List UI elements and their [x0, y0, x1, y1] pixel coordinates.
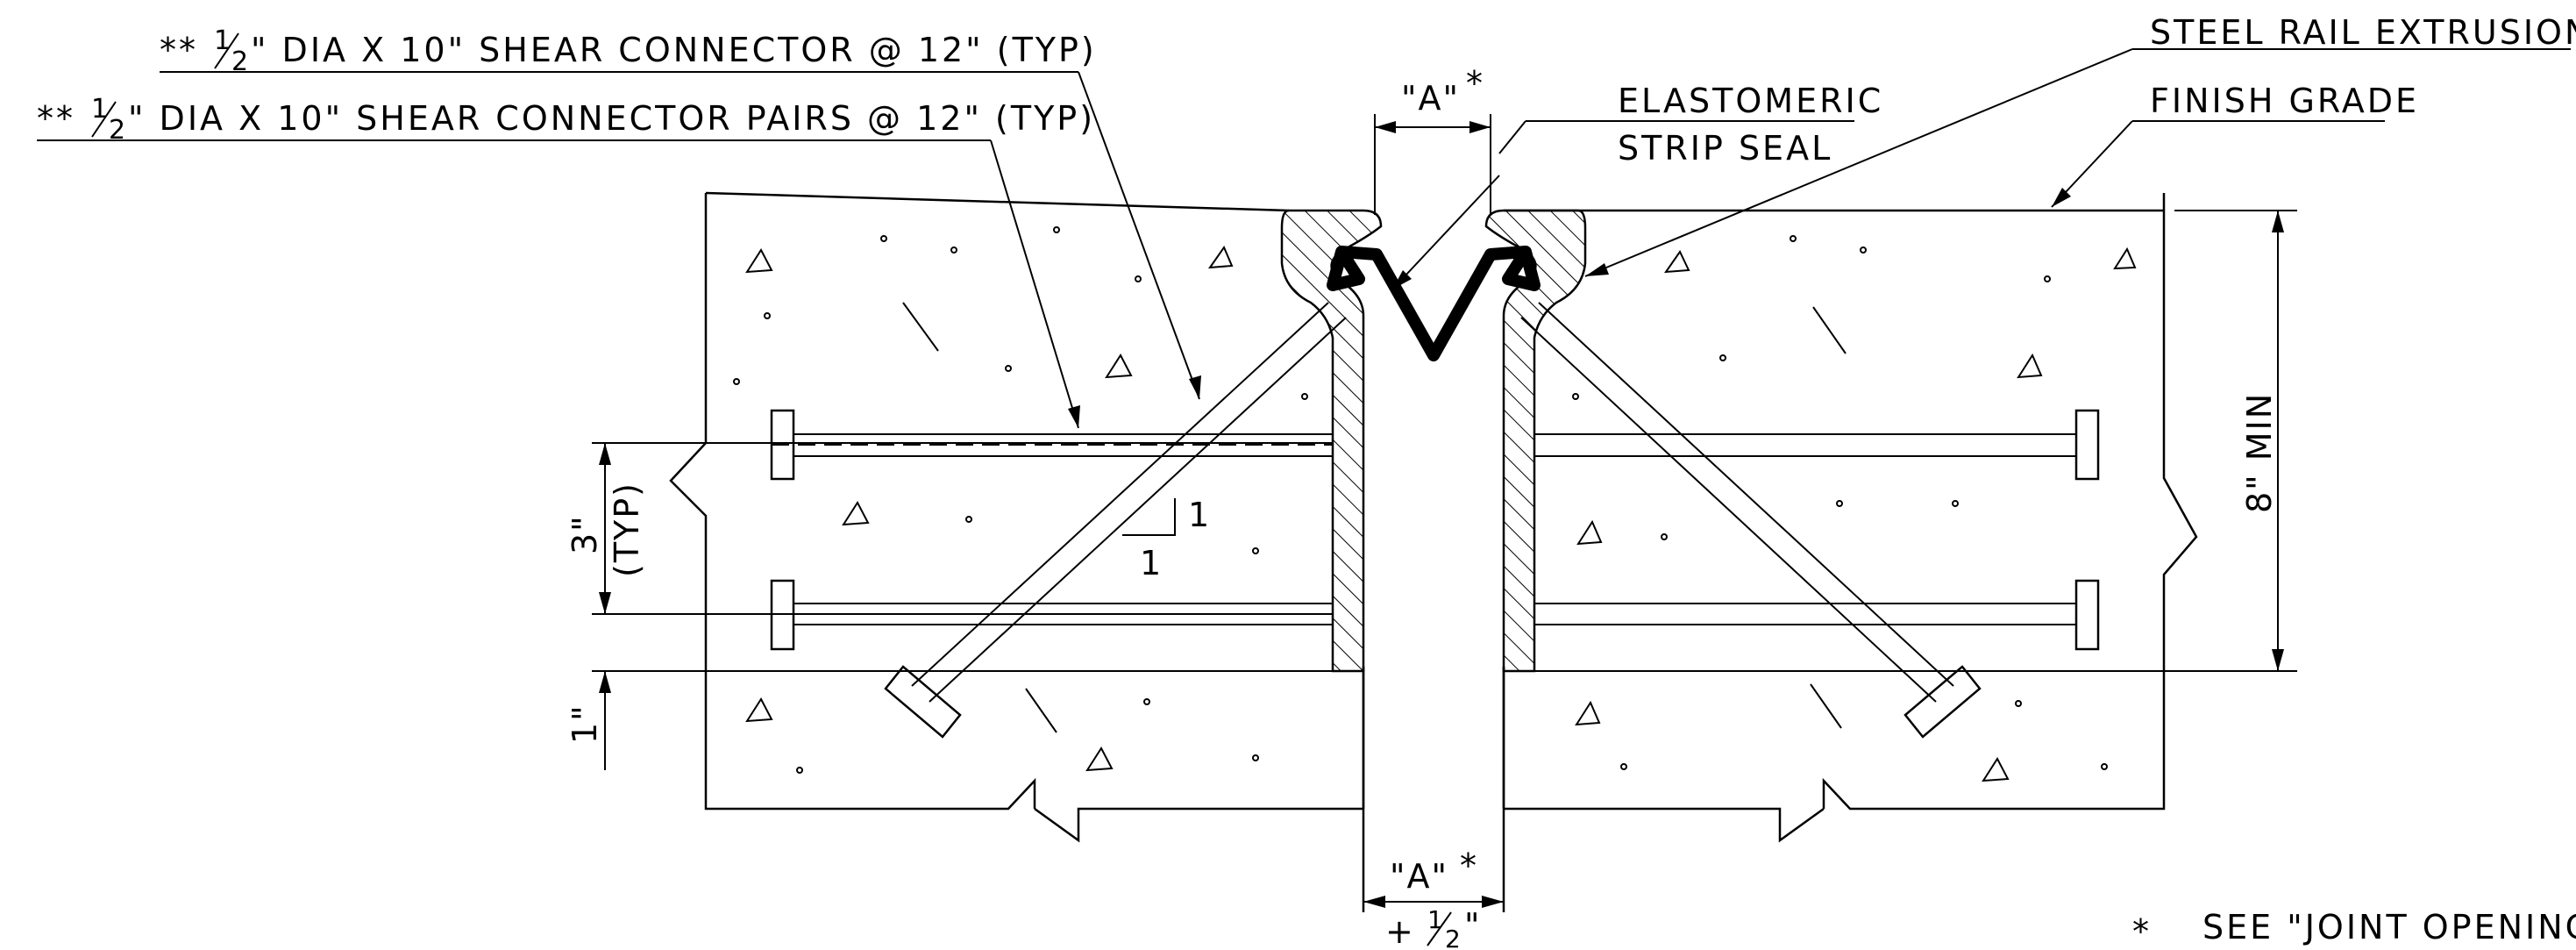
- note-shear-connector-pairs: ** 1 2 " DIA X 10" SHEAR CONNECTOR PAIRS…: [37, 94, 1095, 429]
- footnote: * SEE "JOINT OPENING: [2132, 908, 2576, 950]
- note-finish-grade-text: FINISH GRADE: [2150, 82, 2419, 120]
- bottom-cover-dimension: 1": [566, 671, 611, 770]
- note-shear-connector: ** 1 2 " DIA X 10" SHEAR CONNECTOR @ 12"…: [160, 25, 1201, 400]
- slope-run-label: 1: [1140, 544, 1163, 582]
- stud-spacing-dimension: 3" (TYP): [566, 443, 646, 614]
- stud-spacing-value: 3": [566, 514, 604, 554]
- bottom-opening-plus: +: [1385, 912, 1415, 950]
- top-opening-asterisk: *: [1466, 64, 1484, 103]
- slope-indicator: 1 1: [1122, 496, 1211, 582]
- left-diagonal-shear-connector: [884, 302, 1347, 739]
- footnote-text: SEE "JOINT OPENING: [2202, 908, 2576, 946]
- left-deck: [669, 191, 1365, 843]
- note-shear-pairs-text: " DIA X 10" SHEAR CONNECTOR PAIRS @ 12" …: [128, 99, 1095, 138]
- note-steel-rail: STEEL RAIL EXTRUSION: [1584, 13, 2576, 277]
- depth-label: 8" MIN: [2240, 392, 2279, 513]
- concrete-aggregate: [733, 226, 2137, 782]
- footnote-marker: *: [2132, 912, 2152, 950]
- note-strip-seal: ELASTOMERIC STRIP SEAL: [1391, 82, 1883, 290]
- note-shear-pairs-frac-den: 2: [109, 115, 128, 146]
- note-strip-seal-line2: STRIP SEAL: [1618, 129, 1832, 168]
- bottom-opening-inch: ": [1464, 906, 1481, 945]
- bottom-opening-label: "A": [1390, 857, 1448, 896]
- note-strip-seal-line1: ELASTOMERIC: [1618, 82, 1883, 120]
- note-shear-connector-text: " DIA X 10" SHEAR CONNECTOR @ 12" (TYP): [251, 31, 1097, 69]
- note-shear-pairs-marker: **: [37, 99, 75, 138]
- note-shear-connector-marker: **: [160, 31, 198, 69]
- elastomeric-strip-seal: [1327, 246, 1541, 361]
- note-finish-grade: FINISH GRADE: [2051, 82, 2419, 208]
- bottom-opening-dimension: "A" * + 1 2 ": [1363, 846, 1504, 950]
- right-shear-connector-pairs: [1534, 409, 2100, 651]
- left-steel-rail: [1280, 209, 1383, 673]
- right-deck: [1502, 193, 2198, 843]
- bottom-opening-frac-num: 1: [1427, 905, 1445, 934]
- bottom-cover-value: 1": [566, 704, 604, 744]
- right-diagonal-shear-connector: [1520, 302, 1982, 739]
- note-shear-connector-frac-den: 2: [231, 46, 251, 77]
- note-shear-pairs-frac-num: 1: [91, 94, 110, 125]
- depth-dimension: 8" MIN: [2174, 210, 2297, 672]
- stud-spacing-note: (TYP): [608, 482, 646, 577]
- slope-rise-label: 1: [1188, 496, 1211, 534]
- bottom-opening-asterisk: *: [1460, 846, 1478, 885]
- top-opening-dimension: "A" *: [1374, 64, 1491, 215]
- right-steel-rail: [1484, 209, 1587, 673]
- bottom-opening-frac-den: 2: [1445, 925, 1462, 950]
- top-opening-label: "A": [1401, 79, 1460, 118]
- note-shear-connector-frac-num: 1: [214, 25, 233, 56]
- note-steel-rail-text: STEEL RAIL EXTRUSION: [2150, 13, 2576, 52]
